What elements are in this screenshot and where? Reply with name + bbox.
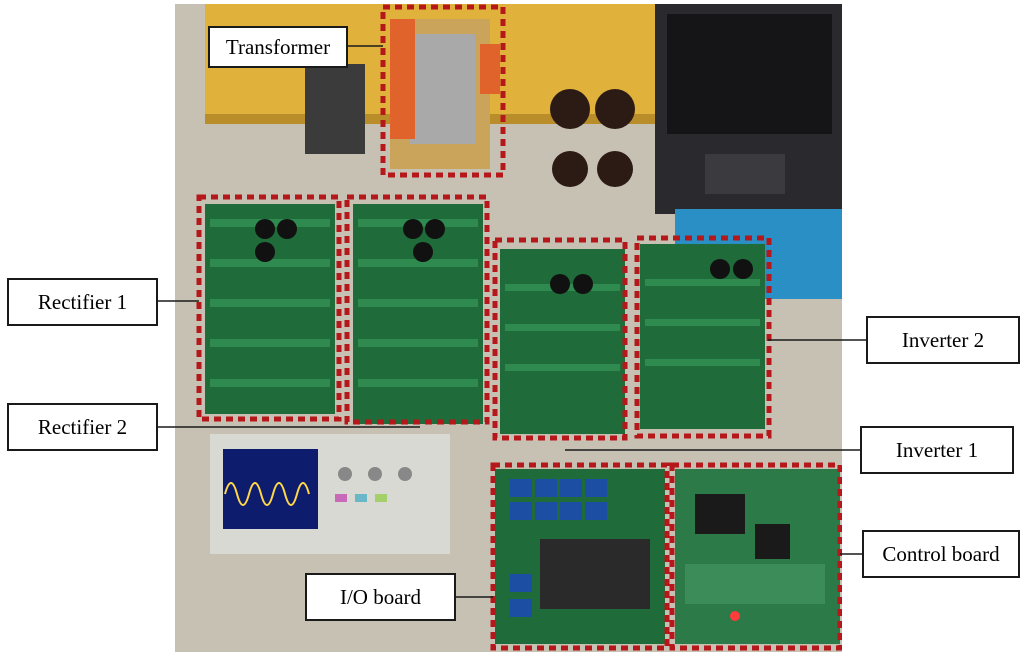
io-board-pcb: [495, 469, 665, 644]
control-board-box: [669, 462, 842, 651]
rectifier-2-stack: [353, 204, 483, 424]
label-control-board: Control board: [862, 530, 1020, 578]
power-supply: [305, 64, 365, 154]
oscilloscope: [210, 434, 450, 554]
hardware-photo: [175, 4, 842, 652]
inverter-1-stack: [500, 249, 625, 434]
transformer-box: [380, 4, 506, 178]
label-rectifier-2: Rectifier 2: [7, 403, 158, 451]
control-board-pcb: [675, 469, 840, 644]
inverter-2-stack: [640, 244, 765, 429]
rectifier-1-stack: [205, 204, 335, 414]
label-inverter-2: Inverter 2: [866, 316, 1020, 364]
inverter-2-box: [634, 235, 772, 439]
io-board-box: [490, 462, 670, 651]
label-transformer: Transformer: [208, 26, 348, 68]
rectifier-1-box: [196, 194, 342, 422]
label-io-board: I/O board: [305, 573, 456, 621]
photo-illustration: [175, 4, 842, 652]
label-rectifier-1: Rectifier 1: [7, 278, 158, 326]
rectifier-2-box: [344, 194, 490, 425]
inverter-1-box: [492, 237, 628, 441]
highlight-boxes: [196, 4, 842, 651]
label-inverter-1: Inverter 1: [860, 426, 1014, 474]
